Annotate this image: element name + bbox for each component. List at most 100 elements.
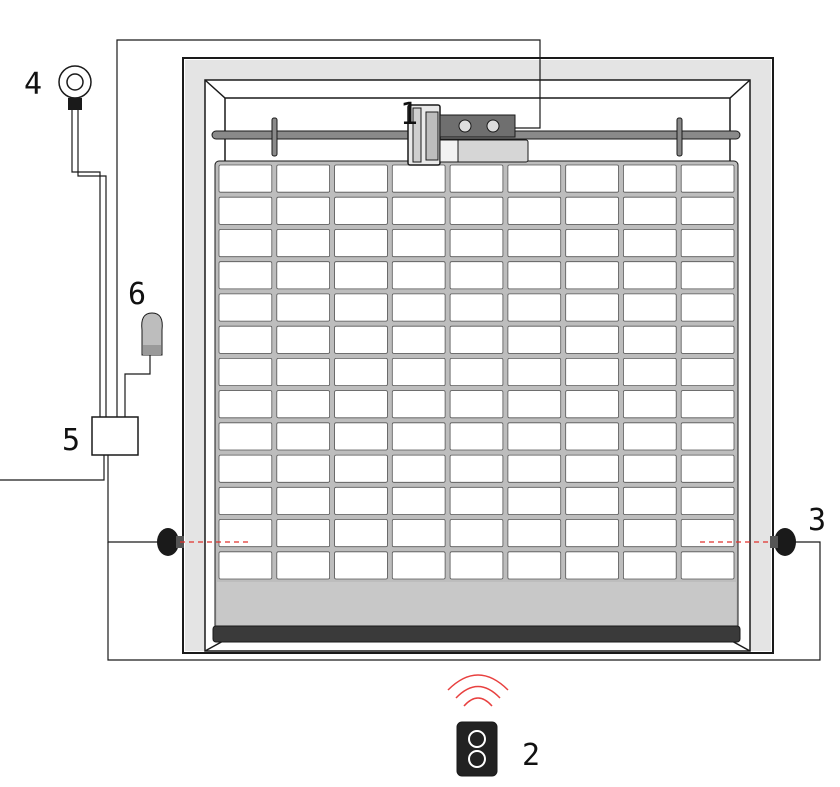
door-window-panel: [218, 454, 273, 483]
door-window-panel: [391, 390, 446, 419]
door-window-panel: [565, 357, 619, 386]
door-window-panel: [391, 454, 446, 483]
door-window-panel: [334, 261, 388, 290]
door-window-panel: [334, 293, 388, 322]
door-window-panel: [218, 422, 273, 451]
door-window-panel: [565, 261, 619, 290]
door-window-panel: [507, 551, 562, 580]
door-window-panel: [276, 422, 330, 451]
door-window-panel: [565, 164, 619, 193]
door-window-panel: [276, 357, 330, 386]
door-window-panel: [507, 261, 562, 290]
door-window-panel: [680, 486, 735, 515]
door-window-panel: [623, 519, 677, 548]
door-window-panel: [449, 454, 504, 483]
door-window-panel: [218, 390, 273, 419]
door-window-panel: [391, 261, 446, 290]
photocell-left-icon: [157, 528, 184, 556]
door-window-panel: [565, 422, 619, 451]
door-window-panel: [391, 293, 446, 322]
door-window-panel: [391, 229, 446, 258]
control-unit-icon: [91, 416, 139, 456]
radio-signal-icon: [447, 674, 509, 707]
door-window-panel: [680, 390, 735, 419]
door-window-panel: [623, 325, 677, 354]
door-window-panel: [334, 196, 388, 225]
door-window-panel: [391, 164, 446, 193]
door-window-panel: [565, 551, 619, 580]
door-window-panel: [565, 293, 619, 322]
door-window-panel: [680, 519, 735, 548]
door-window-panel: [449, 357, 504, 386]
door-window-panel: [507, 196, 562, 225]
door-window-panel: [507, 229, 562, 258]
door-window-panel: [565, 325, 619, 354]
door-window-panel: [218, 357, 273, 386]
door-panel-grid: [218, 164, 735, 580]
door-window-panel: [565, 519, 619, 548]
door-window-panel: [218, 551, 273, 580]
door-window-panel: [391, 551, 446, 580]
door-window-panel: [507, 325, 562, 354]
door-window-panel: [565, 454, 619, 483]
door-window-panel: [391, 422, 446, 451]
door-window-panel: [565, 390, 619, 419]
remote-control-icon[interactable]: [456, 721, 498, 777]
callout-key-switch: 4: [24, 67, 42, 102]
door-window-panel: [507, 357, 562, 386]
photocell-icon: [770, 528, 796, 556]
door-window-panel: [680, 454, 735, 483]
door-window-panel: [334, 390, 388, 419]
door-window-panel: [449, 519, 504, 548]
door-window-panel: [276, 229, 330, 258]
flashing-light-icon: [141, 312, 163, 356]
door-window-panel: [276, 261, 330, 290]
callout-photocell: 3: [808, 503, 826, 538]
door-window-panel: [391, 357, 446, 386]
door-window-panel: [276, 164, 330, 193]
door-window-panel: [680, 551, 735, 580]
door-window-panel: [334, 229, 388, 258]
door-window-panel: [449, 164, 504, 193]
door-window-panel: [449, 325, 504, 354]
door-window-panel: [507, 293, 562, 322]
door-window-panel: [565, 196, 619, 225]
door-window-panel: [218, 261, 273, 290]
door-window-panel: [334, 325, 388, 354]
door-window-panel: [507, 519, 562, 548]
door-window-panel: [623, 293, 677, 322]
door-window-panel: [449, 486, 504, 515]
door-window-panel: [276, 551, 330, 580]
door-window-panel: [449, 293, 504, 322]
key-switch-icon: [58, 65, 92, 110]
door-window-panel: [507, 486, 562, 515]
callout-control-unit: 5: [62, 423, 80, 458]
door-window-panel: [391, 486, 446, 515]
door-window-panel: [623, 551, 677, 580]
door-window-panel: [507, 390, 562, 419]
door-window-panel: [449, 422, 504, 451]
door-window-panel: [334, 486, 388, 515]
door-window-panel: [334, 422, 388, 451]
door-window-panel: [449, 551, 504, 580]
door-window-panel: [449, 390, 504, 419]
door-window-panel: [276, 486, 330, 515]
door-window-panel: [623, 454, 677, 483]
door-window-panel: [680, 357, 735, 386]
door-window-panel: [680, 261, 735, 290]
door-window-panel: [449, 229, 504, 258]
door-window-panel: [623, 229, 677, 258]
callout-motor: 1: [400, 97, 418, 132]
door-window-panel: [623, 390, 677, 419]
door-window-panel: [391, 519, 446, 548]
door-window-panel: [623, 486, 677, 515]
door-window-panel: [334, 454, 388, 483]
door-window-panel: [565, 486, 619, 515]
door-window-panel: [334, 357, 388, 386]
door-window-panel: [680, 164, 735, 193]
door-window-panel: [218, 519, 273, 548]
door-window-panel: [218, 293, 273, 322]
door-window-panel: [449, 196, 504, 225]
door-window-panel: [276, 390, 330, 419]
door-window-panel: [218, 486, 273, 515]
